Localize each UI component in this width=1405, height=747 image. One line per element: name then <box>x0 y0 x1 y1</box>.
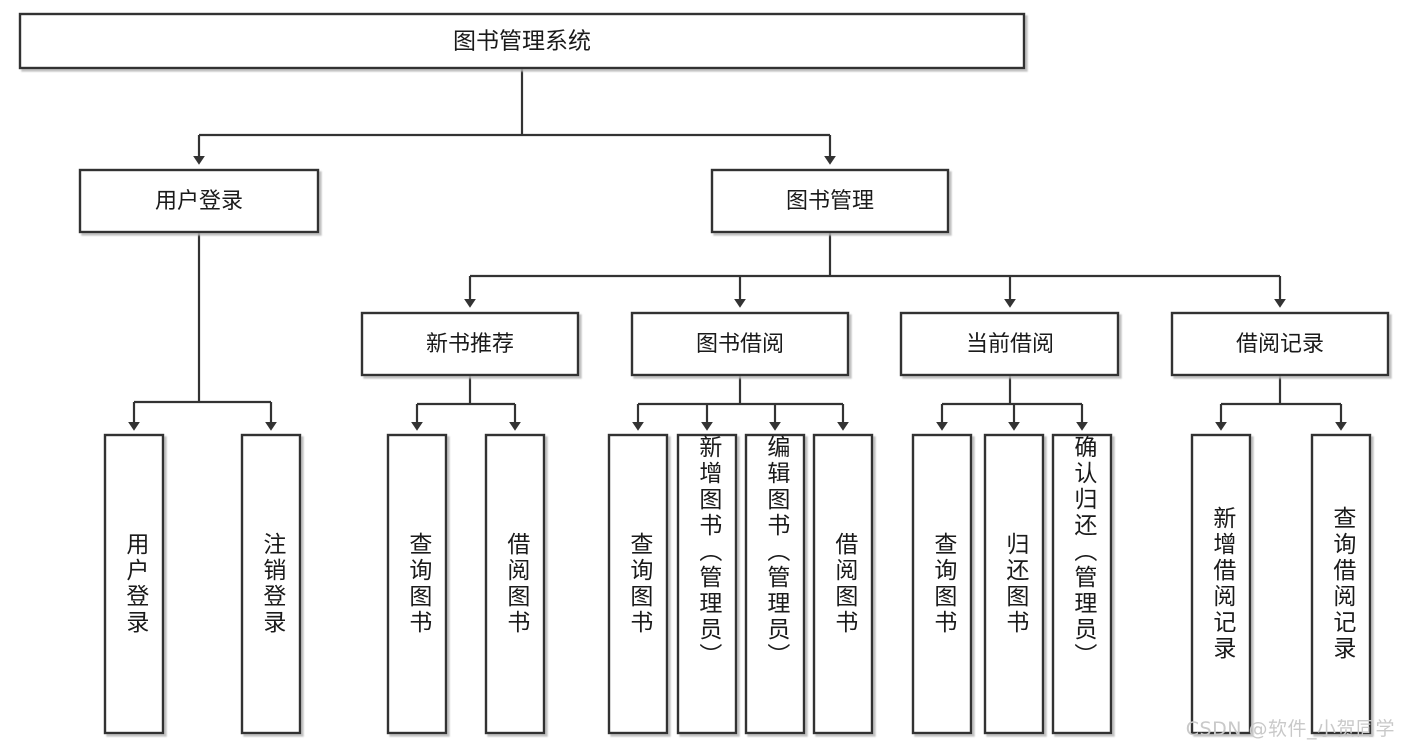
connector-book-manage-bus <box>470 232 1280 278</box>
node-book-manage[interactable]: 图书管理 <box>710 168 950 234</box>
node-root-label: 图书管理系统 <box>453 29 591 55</box>
node-book-manage-label: 图书管理 <box>786 189 874 214</box>
node-current-borrow-label: 当前借阅 <box>966 332 1054 357</box>
leaf-box-user-login[interactable] <box>103 433 165 735</box>
connector-user-login-bus <box>134 232 271 404</box>
leaf-box-query-book-1[interactable] <box>386 433 448 735</box>
leaf-box-borrow-book-1[interactable] <box>484 433 546 735</box>
node-borrow-record[interactable]: 借阅记录 <box>1170 311 1390 377</box>
connector-new-book-bus <box>417 375 515 406</box>
connector-borrow-record-bus <box>1221 375 1341 406</box>
node-borrow-record-label: 借阅记录 <box>1236 332 1324 357</box>
node-root[interactable]: 图书管理系统 <box>18 12 1026 70</box>
leaf-box-borrow-book-2[interactable] <box>812 433 874 735</box>
leaf-box-add-book[interactable] <box>676 433 738 735</box>
node-user-login[interactable]: 用户登录 <box>78 168 320 234</box>
watermark-text: CSDN @软件_小贺同学 <box>1185 718 1395 740</box>
leaf-box-query-book-2[interactable] <box>607 433 669 735</box>
node-user-login-box <box>78 168 320 234</box>
leaf-box-return-book[interactable] <box>983 433 1045 735</box>
node-new-book-recommend-label: 新书推荐 <box>426 332 514 357</box>
leaf-box-add-record[interactable] <box>1190 433 1252 735</box>
connector-root-bus <box>199 68 830 137</box>
leaf-box-edit-book[interactable] <box>744 433 806 735</box>
node-book-manage-box <box>710 168 950 234</box>
node-book-borrow-box <box>630 311 850 377</box>
node-current-borrow-box <box>899 311 1120 377</box>
node-book-borrow[interactable]: 图书借阅 <box>630 311 850 377</box>
node-new-book-recommend[interactable]: 新书推荐 <box>360 311 580 377</box>
leaf-box-query-book-3[interactable] <box>911 433 973 735</box>
connector-book-borrow-bus <box>638 375 843 406</box>
connector-current-borrow-bus <box>942 375 1082 406</box>
node-root-box <box>18 12 1026 70</box>
node-current-borrow[interactable]: 当前借阅 <box>899 311 1120 377</box>
leaf-box-layer <box>103 433 1372 735</box>
leaf-box-query-record[interactable] <box>1310 433 1372 735</box>
leaf-box-user-logout[interactable] <box>240 433 302 735</box>
connector-layer <box>128 68 1347 431</box>
node-user-login-label: 用户登录 <box>155 189 243 214</box>
leaf-box-confirm-return[interactable] <box>1051 433 1113 735</box>
node-borrow-record-box <box>1170 311 1390 377</box>
node-new-book-recommend-box <box>360 311 580 377</box>
node-book-borrow-label: 图书借阅 <box>696 332 784 357</box>
